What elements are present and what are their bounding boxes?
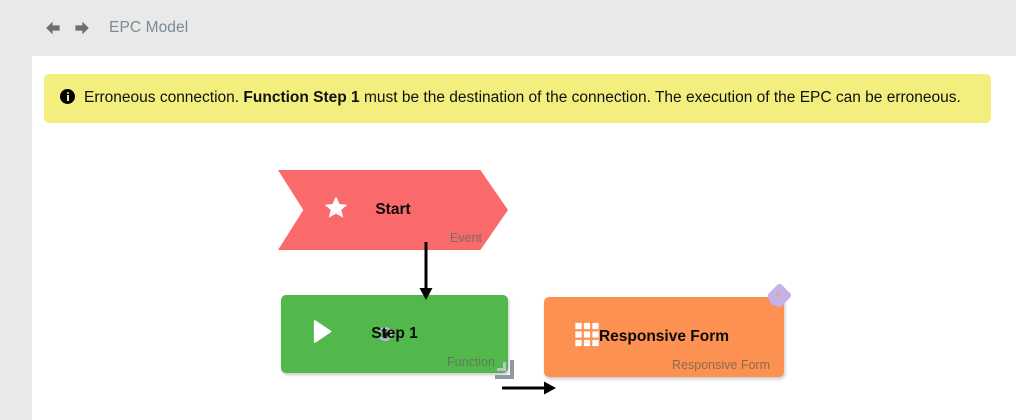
diagram-node-responsive-form[interactable]: Responsive Form Responsive Form	[544, 283, 792, 377]
navigation-arrows	[43, 18, 92, 38]
content-card: Erroneous connection. Function Step 1 mu…	[32, 56, 1016, 420]
tag-icon[interactable]	[764, 283, 798, 318]
epc-diagram-canvas[interactable]: Start Event Step 1 Function	[32, 56, 1016, 420]
play-icon	[307, 317, 337, 352]
connection-anchor-dot[interactable]	[378, 327, 392, 341]
diagram-node-function-step-1[interactable]: Step 1 Function	[281, 295, 514, 379]
node-subtitle: Responsive Form	[672, 358, 770, 372]
alert-text-after: must be the destination of the connectio…	[363, 89, 961, 106]
header-bar: EPC Model	[0, 0, 1016, 56]
node-subtitle: Event	[450, 231, 482, 245]
arrow-left-icon[interactable]	[43, 18, 63, 38]
diagram-node-start-event[interactable]: Start Event	[278, 170, 508, 250]
resize-handle[interactable]	[495, 360, 514, 379]
connector-start-to-step1[interactable]	[416, 242, 436, 302]
alert-text-strong: Function Step 1	[243, 89, 360, 106]
info-icon	[60, 89, 75, 104]
star-icon	[322, 194, 350, 227]
arrow-right-icon[interactable]	[72, 18, 92, 38]
validation-alert: Erroneous connection. Function Step 1 mu…	[44, 74, 991, 124]
breadcrumb-title: EPC Model	[109, 19, 189, 36]
grid-icon	[573, 321, 601, 354]
node-subtitle: Function	[447, 355, 495, 369]
alert-text-before: Erroneous connection.	[84, 89, 240, 106]
connector-step1-to-form[interactable]	[502, 378, 558, 398]
